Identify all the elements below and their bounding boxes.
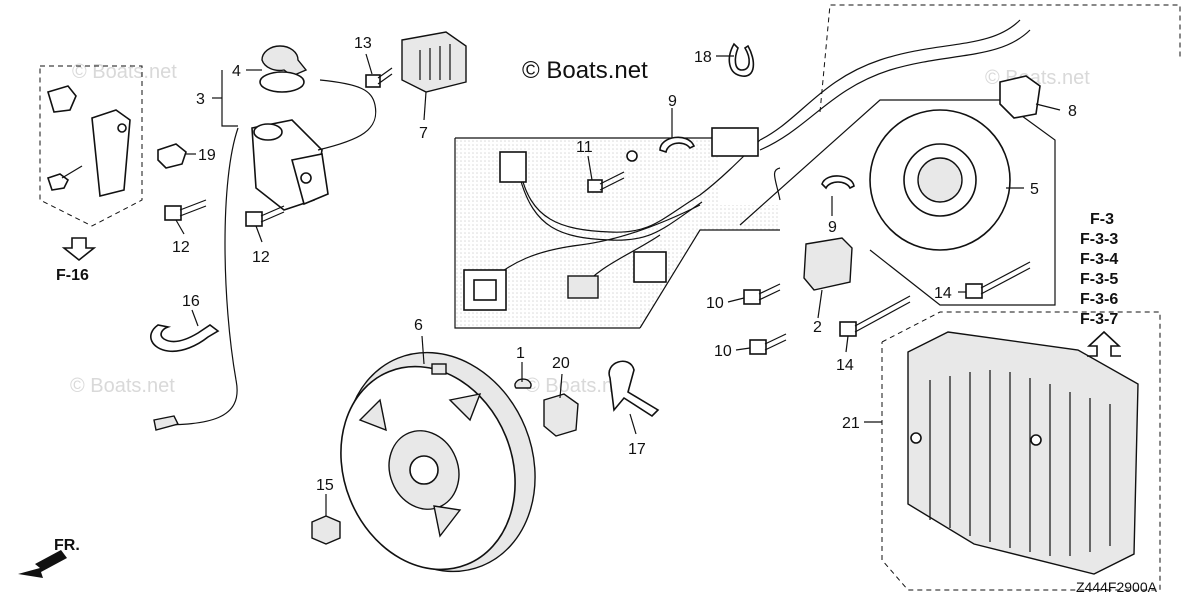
watermark: © Boats.net [70, 375, 175, 397]
ring-terminal [626, 150, 638, 162]
connector-8 [999, 75, 1041, 119]
bolt-13 [365, 67, 393, 88]
callout: 21 [842, 415, 860, 432]
bolt-12 [245, 205, 285, 227]
callout: 12 [172, 239, 190, 256]
bolt-10 [743, 283, 781, 305]
bracket-group: F-16 [39, 65, 143, 284]
watermark: © Boats.net [72, 61, 177, 83]
pulser-coil-2 [803, 237, 853, 291]
callout: 13 [354, 35, 372, 52]
front-arrow: FR. [18, 537, 80, 578]
clamp-9 [821, 175, 855, 190]
copyright-text: © Boats.net [522, 57, 648, 84]
pulser-wire [773, 167, 781, 201]
clip-20 [543, 393, 579, 437]
clamp-18 [728, 42, 755, 77]
callout: 9 [668, 93, 677, 110]
flywheel-6 [340, 351, 536, 573]
reference-f3-5: F-3-5 [1080, 271, 1118, 288]
callout: 4 [232, 63, 241, 80]
callout: 5 [1030, 181, 1039, 198]
stator-group [739, 4, 1181, 306]
callout: 1 [516, 345, 525, 362]
clamp-9 [659, 136, 696, 154]
callout: 17 [628, 441, 646, 458]
reference-f16: F-16 [56, 267, 89, 284]
bolt-12 [164, 199, 207, 221]
callout: 7 [419, 125, 428, 142]
callout: 18 [694, 49, 712, 66]
callout: 15 [316, 477, 334, 494]
clip-19 [157, 143, 187, 169]
reference-f3-3: F-3-3 [1080, 231, 1118, 248]
up-arrow [1086, 330, 1122, 357]
inverter-group [881, 311, 1161, 591]
nut-15 [311, 515, 341, 545]
tie-17 [608, 360, 660, 418]
callout: 2 [813, 319, 822, 336]
front-label: FR. [54, 537, 80, 554]
bolt-14 [965, 261, 1031, 299]
regulator-7 [401, 31, 467, 93]
reference-f3-7: F-3-7 [1080, 311, 1118, 328]
callout: 11 [576, 139, 593, 156]
reference-f3-4: F-3-4 [1080, 251, 1118, 268]
callout: 10 [714, 343, 732, 360]
wire-harness-group [454, 19, 1031, 329]
reference-f3-6: F-3-6 [1080, 291, 1118, 308]
reference-f3: F-3 [1090, 211, 1114, 228]
callout: 10 [706, 295, 724, 312]
callout: 9 [828, 219, 837, 236]
bolt-14 [839, 295, 911, 337]
callout: 12 [252, 249, 270, 266]
callout: 14 [934, 285, 952, 302]
leader-lines [175, 53, 1061, 516]
watermark: © Boats.net [525, 375, 630, 397]
callout: 19 [198, 147, 216, 164]
callout-numbers: 1 2 3 4 5 6 7 8 9 9 10 10 11 12 12 13 14… [172, 35, 1077, 494]
callout: 16 [182, 293, 200, 310]
bolt-11 [587, 171, 625, 193]
ignition-coil [153, 45, 377, 431]
callout: 14 [836, 357, 854, 374]
key-1 [514, 378, 532, 389]
callout: 20 [552, 355, 570, 372]
band-16 [150, 324, 220, 353]
callout: 6 [414, 317, 423, 334]
callout: 3 [196, 91, 205, 108]
bolt-10 [749, 333, 787, 355]
callout: 8 [1068, 103, 1077, 120]
diagram-code: Z444F2900A [1076, 579, 1158, 595]
